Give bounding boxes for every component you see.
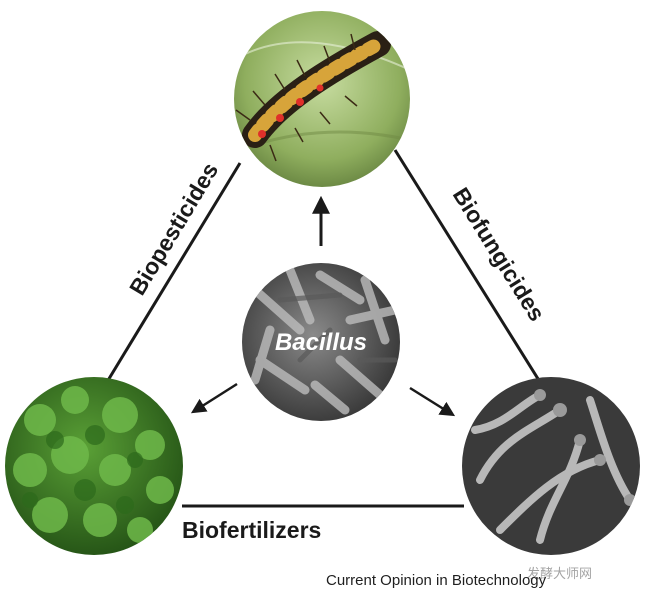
plants-image — [5, 377, 183, 555]
edge-right-line — [393, 149, 542, 383]
triangle-edges — [105, 149, 542, 508]
edge-label-biofertilizers: Biofertilizers — [182, 517, 321, 543]
fungi-micrograph — [462, 377, 640, 555]
arrow-down-left — [190, 382, 238, 414]
bacillus-micrograph — [242, 263, 400, 421]
watermark-text: 发酵大师网 — [527, 567, 593, 582]
caterpillar-image — [234, 11, 410, 187]
edge-label-biopesticides: Biopesticides — [124, 158, 223, 300]
arrow-down-right — [409, 386, 456, 417]
edge-label-biofungicides: Biofungicides — [448, 183, 551, 326]
bacillus-label: Bacillus — [275, 329, 367, 356]
credit-text: Current Opinion in Biotechnology — [326, 572, 547, 589]
edge-left-line — [105, 162, 242, 383]
arrows — [190, 195, 456, 417]
